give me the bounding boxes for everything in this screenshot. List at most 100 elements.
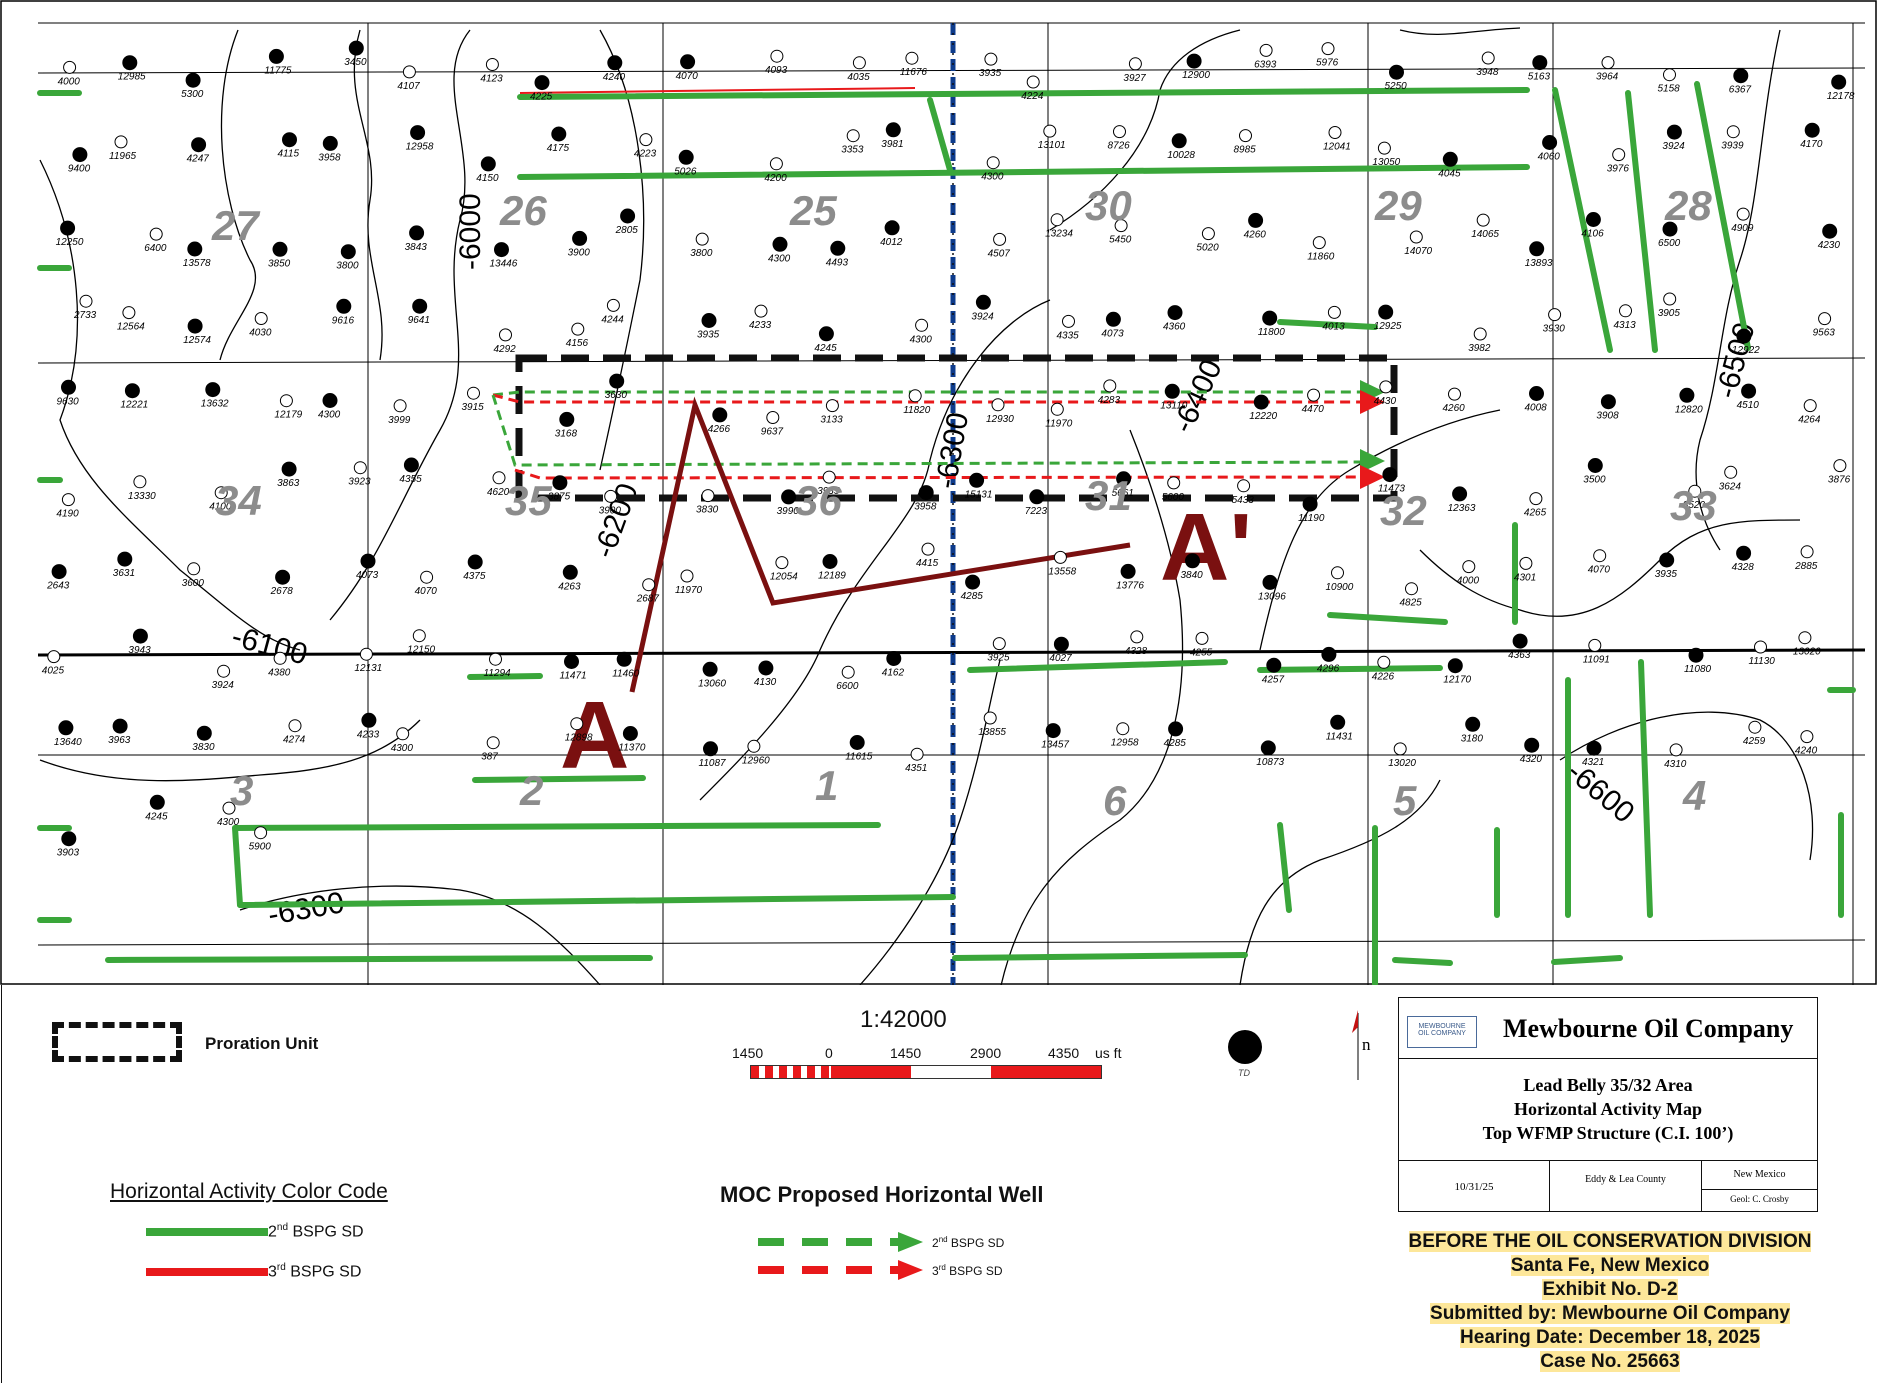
oil-well-icon bbox=[607, 55, 623, 71]
proposed-row-3rd: 3rd BSPG SD bbox=[758, 1258, 1003, 1282]
well-label: 3935 bbox=[697, 330, 720, 341]
well-label: 11970 bbox=[1045, 418, 1073, 429]
well-label: 4247 bbox=[187, 154, 210, 165]
oil-well-icon bbox=[196, 725, 212, 741]
well-label: 13020 bbox=[1793, 647, 1821, 658]
oil-well-icon bbox=[409, 225, 425, 241]
oil-well-icon bbox=[1452, 486, 1468, 502]
zone-3rd-num: 3 bbox=[268, 1263, 277, 1281]
exhibit-line-3: Exhibit No. D-2 bbox=[1542, 1279, 1678, 1300]
oil-well-icon bbox=[781, 489, 797, 505]
well-label: 5026 bbox=[674, 166, 697, 177]
well-label: 9637 bbox=[761, 427, 784, 438]
green-line-swatch bbox=[146, 1227, 268, 1236]
well-label: 5158 bbox=[1658, 84, 1681, 95]
well-label: 3863 bbox=[277, 478, 300, 489]
well-label: 4301 bbox=[1514, 572, 1536, 583]
oil-well-icon bbox=[1321, 646, 1337, 662]
section-number: 27 bbox=[211, 202, 260, 249]
oil-well-icon bbox=[1659, 552, 1675, 568]
oil-well-icon bbox=[1330, 714, 1346, 730]
well-location-icon bbox=[1529, 492, 1543, 506]
well-label: 3963 bbox=[108, 735, 131, 746]
well-label: 4008 bbox=[1525, 403, 1548, 414]
well-label: 4360 bbox=[1163, 322, 1186, 333]
well-label: 13457 bbox=[1041, 740, 1069, 751]
oil-well-icon bbox=[1171, 133, 1187, 149]
oil-well-icon bbox=[132, 628, 148, 644]
well-label: 13234 bbox=[1045, 229, 1073, 240]
well-label: 2678 bbox=[270, 586, 294, 597]
well-label: 4266 bbox=[708, 424, 731, 435]
well-location-icon bbox=[1462, 560, 1476, 574]
well-location-icon bbox=[992, 637, 1006, 651]
well-label: 4825 bbox=[1400, 598, 1423, 609]
well-label: 4244 bbox=[601, 314, 624, 325]
well-location-icon bbox=[1327, 305, 1341, 319]
oil-well-icon bbox=[701, 313, 717, 328]
section-number: 30 bbox=[1085, 182, 1132, 229]
well-label: 11370 bbox=[618, 743, 646, 754]
well-label: 2643 bbox=[46, 581, 70, 592]
well-label: 5020 bbox=[1196, 243, 1219, 254]
well-label: 12985 bbox=[118, 72, 146, 83]
well-label: 12131 bbox=[354, 663, 382, 674]
oil-well-icon bbox=[1248, 212, 1264, 228]
well-location-icon bbox=[273, 651, 287, 665]
proposed-2nd-text: BSPG SD bbox=[947, 1235, 1005, 1250]
well-label: 4493 bbox=[826, 257, 849, 268]
well-label: 5433 bbox=[1232, 495, 1255, 506]
well-label: 3630 bbox=[605, 390, 628, 401]
well-location-icon bbox=[133, 475, 147, 489]
oil-well-icon bbox=[886, 651, 902, 666]
oil-well-icon bbox=[1116, 471, 1132, 487]
well-location-icon bbox=[770, 49, 784, 63]
map-frame bbox=[0, 0, 1877, 985]
well-label: 3600 bbox=[182, 578, 205, 589]
well-location-icon bbox=[747, 739, 761, 753]
cross-section-line bbox=[629, 396, 1131, 693]
well-label: 3520 bbox=[1683, 500, 1706, 511]
well-location-icon bbox=[1601, 56, 1615, 70]
well-label: 4013 bbox=[1322, 321, 1345, 332]
oil-well-icon bbox=[272, 241, 288, 257]
well-label: 13855 bbox=[978, 727, 1006, 738]
well-label: 4328 bbox=[1125, 646, 1148, 657]
well-label: 12250 bbox=[56, 237, 84, 248]
well-location-icon bbox=[570, 717, 584, 731]
section-number: 31 bbox=[1085, 472, 1132, 519]
well-label: 12900 bbox=[1182, 70, 1210, 81]
well-label: 4162 bbox=[882, 668, 905, 679]
well-label: 5600 bbox=[1162, 492, 1185, 503]
well-label: 3943 bbox=[128, 645, 151, 656]
well-location-icon bbox=[1798, 631, 1812, 645]
well-label: 3915 bbox=[462, 402, 485, 413]
well-location-icon bbox=[993, 232, 1007, 246]
oil-well-icon bbox=[480, 156, 496, 172]
oil-well-icon bbox=[1447, 658, 1463, 674]
well-label: 10873 bbox=[1256, 757, 1284, 768]
well-location-icon bbox=[214, 486, 228, 500]
xsection-label-a: A bbox=[560, 682, 629, 789]
well-location-icon bbox=[604, 489, 618, 503]
section-number: 3 bbox=[230, 767, 253, 814]
well-label: 13060 bbox=[698, 678, 726, 689]
well-location-icon bbox=[1201, 227, 1215, 241]
well-location-icon bbox=[492, 471, 506, 485]
oil-well-icon bbox=[1389, 64, 1404, 80]
north-arrow: n bbox=[1350, 1005, 1380, 1085]
well-label: 3930 bbox=[1543, 324, 1566, 335]
well-label: 4115 bbox=[278, 149, 300, 160]
well-label: 4130 bbox=[754, 677, 777, 688]
well-label: 11615 bbox=[845, 752, 873, 763]
well-label: 5976 bbox=[1316, 58, 1339, 69]
well-label: 4073 bbox=[1101, 328, 1124, 339]
well-location-icon bbox=[1050, 402, 1064, 416]
well-label: 3876 bbox=[1828, 475, 1851, 486]
oil-well-icon bbox=[1666, 124, 1682, 140]
well-label: 4073 bbox=[356, 570, 379, 581]
well-label: 4045 bbox=[1438, 168, 1461, 179]
well-location-icon bbox=[986, 156, 1000, 170]
well-location-icon bbox=[1833, 459, 1847, 473]
well-label: 11965 bbox=[109, 151, 137, 162]
